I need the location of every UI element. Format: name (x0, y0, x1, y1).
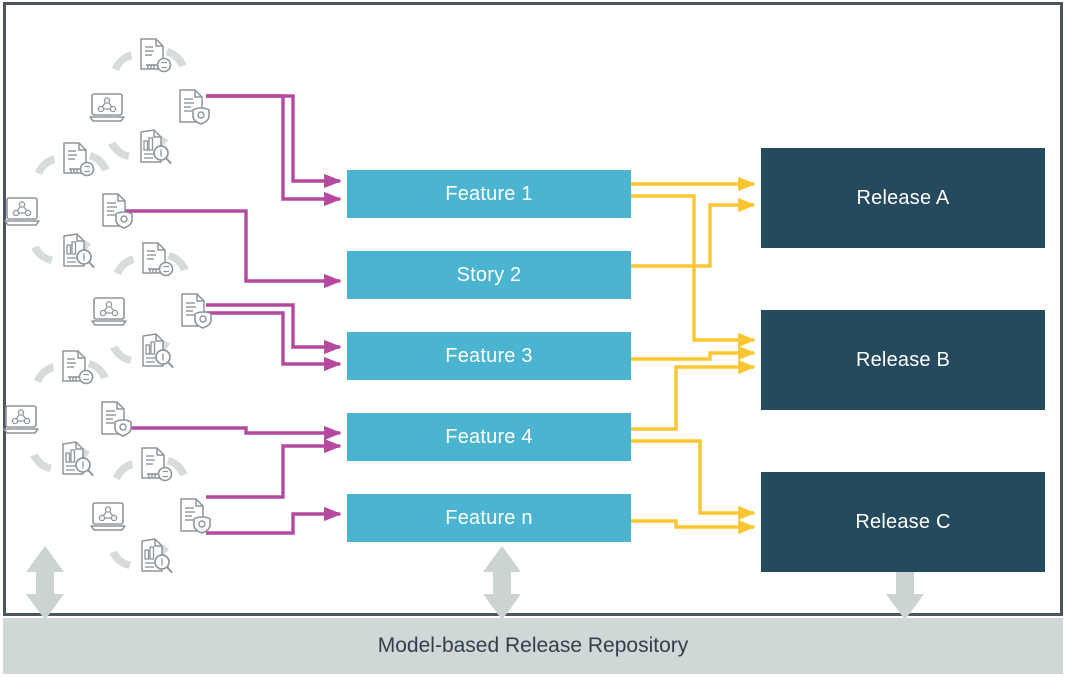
document-shield-icon (179, 89, 210, 125)
cycle-5 (90, 447, 211, 573)
feature-box-feature-1[interactable] (347, 170, 631, 218)
feature-box-story-2[interactable] (347, 251, 631, 299)
laptop-network-icon (90, 502, 126, 531)
feature-box-feature-4[interactable] (347, 413, 631, 461)
document-shield-icon (180, 498, 211, 534)
release-box-release-b[interactable] (761, 310, 1045, 410)
document-search-icon (140, 129, 172, 164)
laptop-network-icon (91, 297, 127, 326)
sync-arrow-left (26, 546, 64, 620)
release-box-release-c[interactable] (761, 472, 1045, 572)
icon-cycles (3, 38, 212, 573)
cycle-2 (4, 142, 133, 268)
feature-connectors (116, 94, 342, 535)
cycle-1 (89, 38, 210, 164)
cycle-3 (91, 242, 212, 368)
document-shield-icon (181, 293, 212, 329)
sync-arrow-middle (483, 546, 521, 620)
feature-box-feature-n[interactable] (347, 494, 631, 542)
document-search-icon (141, 538, 173, 573)
cycle-4 (3, 350, 132, 476)
release-box-release-a[interactable] (761, 148, 1045, 248)
laptop-network-icon (89, 93, 125, 122)
feature-box-feature-3[interactable] (347, 332, 631, 380)
model-based-release-repository-bar[interactable]: Model-based Release Repository (3, 618, 1063, 674)
document-shield-icon (101, 401, 132, 437)
document-search-icon (62, 441, 94, 476)
laptop-network-icon (3, 405, 39, 434)
document-search-icon (142, 333, 174, 368)
repository-label: Model-based Release Repository (377, 634, 689, 657)
document-search-icon (63, 233, 95, 268)
laptop-network-icon (4, 197, 40, 226)
release-connectors (631, 176, 756, 535)
